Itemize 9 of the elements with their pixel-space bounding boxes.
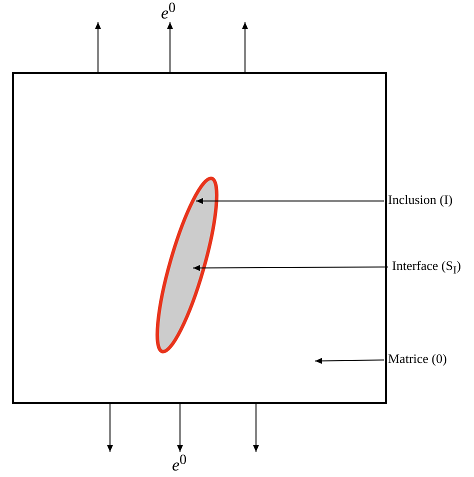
callout-label: Inclusion (I) bbox=[388, 192, 453, 208]
callout-label: Matrice (0) bbox=[388, 351, 447, 367]
callout-label: Interface (S$_{I}$) bbox=[392, 258, 461, 277]
leader-line bbox=[192, 264, 388, 271]
strain-label: e$^{0}$ bbox=[161, 0, 176, 24]
matrix-square bbox=[12, 72, 387, 404]
leader-line bbox=[196, 198, 384, 204]
strain-label: e$^{0}$ bbox=[172, 452, 187, 476]
leader-line bbox=[314, 358, 384, 364]
